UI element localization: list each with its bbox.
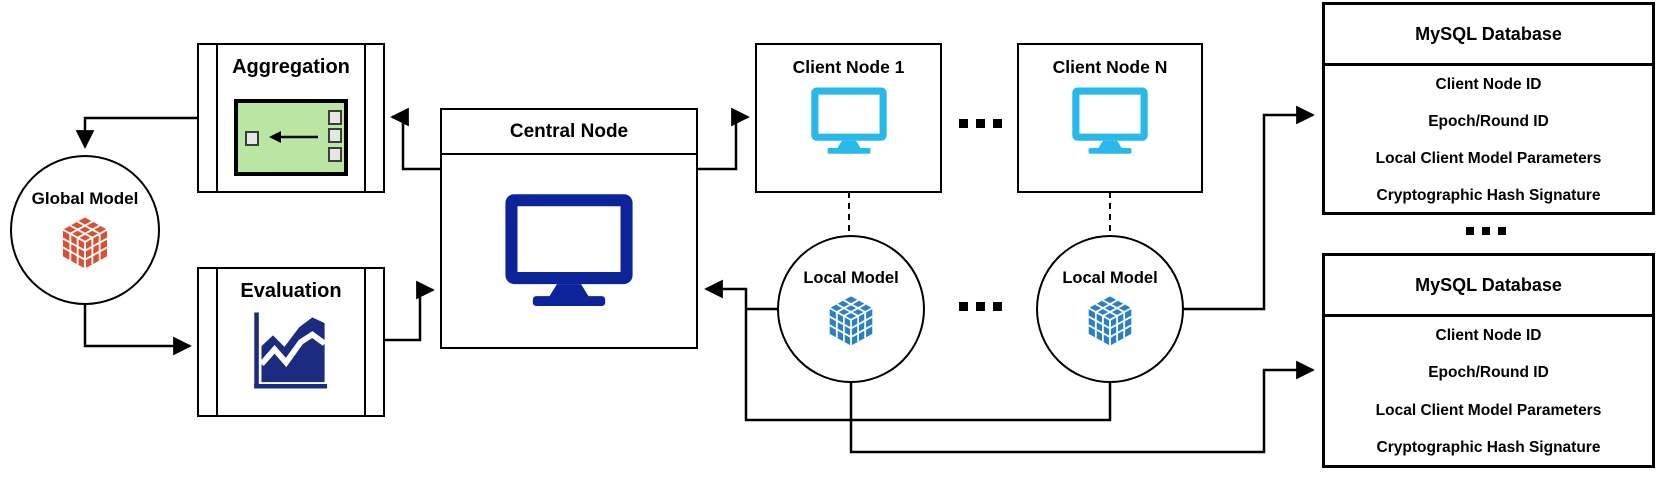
client-model-square-3 [328,147,342,162]
rubiks-cube-icon [829,296,873,346]
local-model-n-label: Local Model [1062,269,1158,287]
ellipsis-dot [1466,227,1474,235]
edge-aggregation-to-global-model [75,116,197,149]
local-model-1-node: Local Model [777,235,925,383]
database-2-field: Epoch/Round ID [1428,364,1549,382]
edge-central-node-to-aggregation [390,107,440,171]
database-1-field: Epoch/Round ID [1428,112,1549,130]
process-bar-right [364,45,366,191]
ellipsis-between-clients [959,119,1002,128]
client-node-n: Client Node N [1017,43,1203,193]
client-model-square-1 [328,110,342,125]
mysql-database-table-1: MySQL Database Client Node ID Epoch/Roun… [1322,2,1655,215]
ellipsis-dot [959,119,968,128]
edge-local-model-n-to-database-1 [1184,105,1315,311]
evaluation-node: Evaluation [197,267,385,417]
database-1-field: Client Node ID [1435,75,1542,93]
database-1-header: MySQL Database [1325,5,1652,66]
process-bar-right [364,269,366,415]
desktop-monitor-icon [810,87,887,154]
central-node: Central Node [440,108,698,349]
local-model-n-node: Local Model [1036,235,1184,383]
evaluation-label: Evaluation [240,280,342,302]
aggregation-node: Aggregation [197,43,385,193]
ellipsis-between-databases [1466,227,1506,235]
local-model-1-label: Local Model [803,269,899,287]
client-node-1: Client Node 1 [755,43,942,193]
left-arrow-icon [269,131,318,143]
ellipsis-dot [976,119,985,128]
edge-evaluation-to-central-node [385,280,435,342]
aggregation-icon [234,99,348,176]
desktop-monitor-icon [1072,87,1148,154]
database-2-header: MySQL Database [1325,256,1652,317]
process-bar-left [216,269,218,415]
central-node-header: Central Node [442,110,696,155]
database-2-field: Client Node ID [1435,326,1542,344]
database-1-title: MySQL Database [1415,23,1562,44]
edge-central-node-to-client-node-1 [698,107,750,171]
aggregation-label: Aggregation [232,56,350,78]
global-model-label: Global Model [31,188,139,208]
database-1-field: Cryptographic Hash Signature [1376,186,1601,204]
rubiks-cube-icon [1088,296,1132,346]
process-bar-left [216,45,218,191]
ellipsis-dot [976,302,985,311]
database-2-title: MySQL Database [1415,274,1562,295]
ellipsis-dot [1482,227,1490,235]
database-2-field: Local Client Model Parameters [1375,401,1602,419]
ellipsis-dot [993,302,1002,311]
mysql-database-table-2: MySQL Database Client Node ID Epoch/Roun… [1322,253,1655,468]
ellipsis-between-local-models [959,302,1002,311]
database-2-field: Cryptographic Hash Signature [1376,439,1601,457]
ellipsis-dot [959,302,968,311]
area-chart-icon [254,312,328,389]
ellipsis-dot [993,119,1002,128]
client-node-n-label: Client Node N [1052,57,1168,77]
rubiks-cube-icon [62,216,108,269]
client-node-1-label: Client Node 1 [792,57,905,77]
central-node-label: Central Node [509,120,629,142]
desktop-monitor-icon [505,194,633,306]
edge-global-model-to-evaluation [83,305,192,356]
global-model-node: Global Model [10,155,160,305]
edge-local-model-1-to-database-2 [849,360,1315,454]
client-model-square-2 [328,128,342,143]
central-node-body [442,155,696,343]
aggregated-model-square [245,131,259,146]
database-1-field: Local Client Model Parameters [1375,149,1602,167]
ellipsis-dot [1498,227,1506,235]
